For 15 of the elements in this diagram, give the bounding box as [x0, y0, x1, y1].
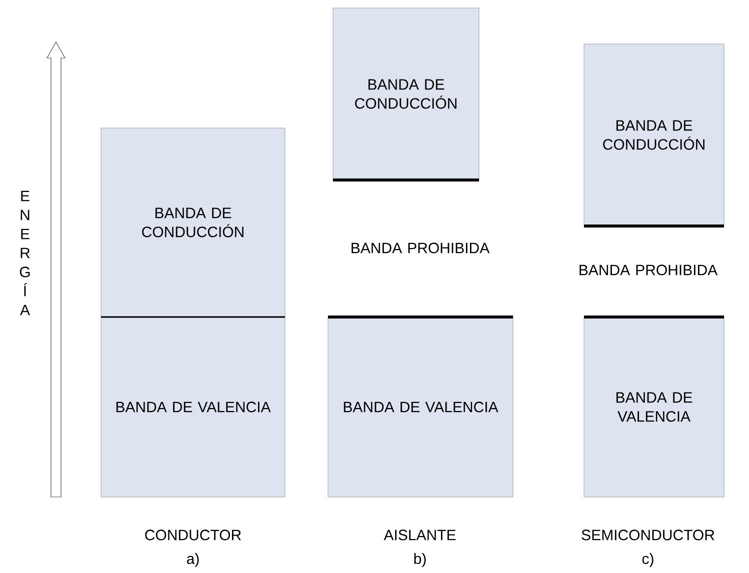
gap-label: BANDA PROHIBIDA [580, 264, 718, 276]
band-box: BANDA DE VALENCIA [100, 316, 286, 498]
column-caption: AISLANTE [384, 530, 456, 540]
column-caption: SEMICONDUCTOR [582, 530, 714, 540]
column-caption: b) [414, 553, 426, 567]
band-box: BANDA DE CONDUCCIÓN [332, 8, 480, 180]
band-box: BANDA DE VALENCIA [328, 316, 514, 498]
gap-label: BANDA PROHIBIDA [352, 242, 490, 254]
vertical-axis-label: E N E R G Í A [20, 190, 30, 316]
column-caption: c) [642, 553, 654, 567]
column-caption: CONDUCTOR [145, 530, 241, 540]
band-box: BANDA DE CONDUCCIÓN [100, 128, 286, 318]
band-box: BANDA DE VALENCIA [584, 316, 724, 498]
band-box: BANDA DE CONDUCCIÓN [584, 44, 724, 226]
column-caption: a) [186, 553, 199, 567]
